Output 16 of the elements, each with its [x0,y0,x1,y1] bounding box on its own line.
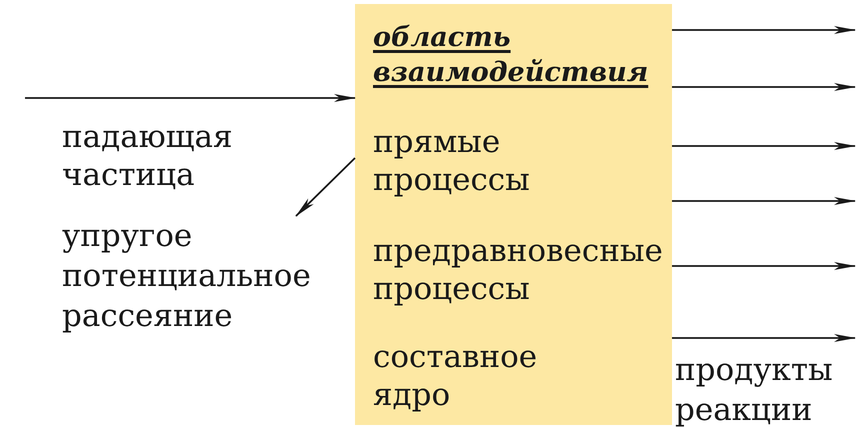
arrow [672,262,856,270]
scattering-label: упругое потенциальное рассеяние [62,216,311,336]
arrow [672,83,856,91]
region-heading: область взаимодействия [373,21,648,90]
arrow [672,197,856,205]
arrow [672,142,856,150]
highlight-panel [355,4,672,425]
products-label: продукты реакции [675,351,833,427]
arrow [295,157,356,217]
process-label: составное ядро [373,338,538,414]
process-label: предравновесные процессы [373,232,663,308]
arrow [25,94,356,102]
arrow [672,26,856,34]
process-label: прямые процессы [373,123,530,199]
particle-label: падающая частица [62,118,233,194]
arrow [672,334,856,342]
